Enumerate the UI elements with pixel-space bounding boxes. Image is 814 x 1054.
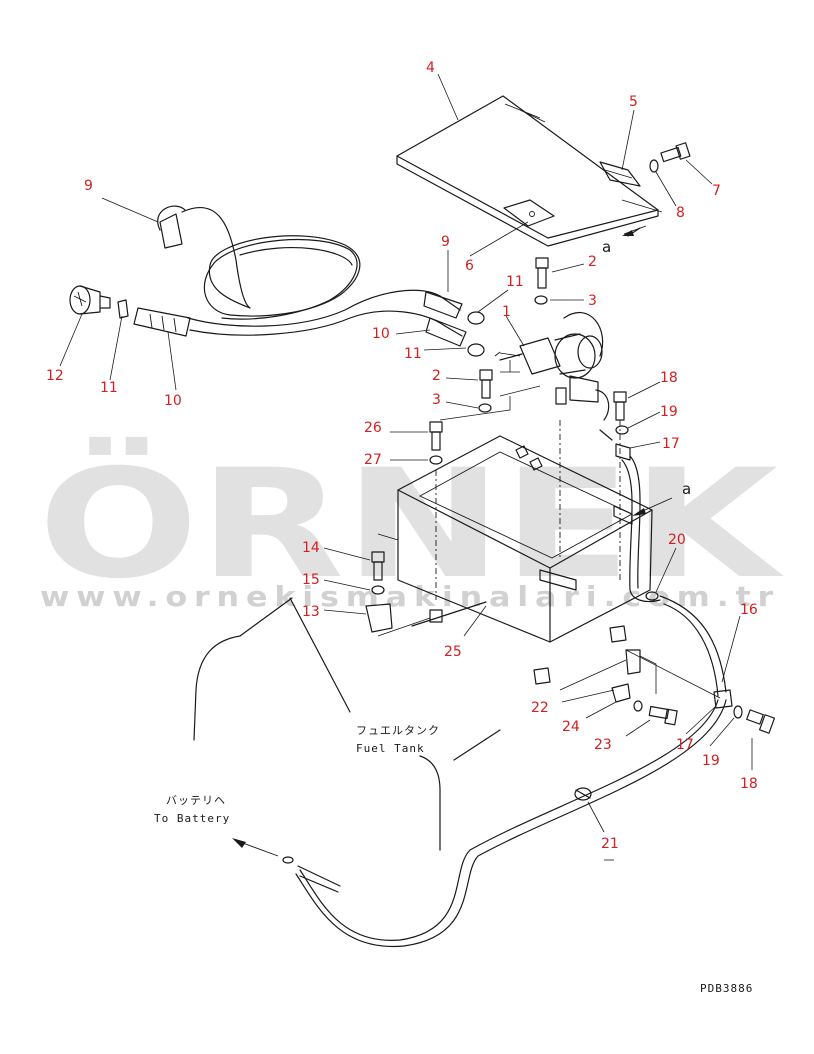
watermark: ÖRNEK www.ornekismakinalari.com.tr [38, 436, 784, 613]
bolt-14 [371, 551, 385, 581]
part-number: 4 [426, 60, 435, 76]
part-number: 23 [594, 737, 612, 753]
part-number: 22 [531, 700, 549, 716]
captions: フュエルタンク Fuel Tank バッテリヘ To Battery PDB38… [154, 724, 753, 995]
part-number: 19 [660, 404, 678, 420]
part-number: 2 [588, 254, 597, 270]
washer-19-lower [733, 705, 743, 719]
part-number: 19 [702, 753, 720, 769]
view-arrow-a-lower [632, 497, 673, 516]
part-number: 24 [562, 719, 580, 735]
watermark-url: www.ornekismakinalari.com.tr [40, 580, 780, 613]
clamp-11 [467, 311, 485, 325]
bolt-7 [660, 142, 691, 163]
part-number: 26 [364, 420, 382, 436]
part-number: 27 [364, 452, 382, 468]
clamp-11-left [117, 299, 129, 319]
part-number: 13 [302, 604, 320, 620]
part-number: 11 [100, 380, 118, 396]
bracket-24 [611, 683, 631, 703]
washer-3-lower [478, 403, 492, 413]
part-number-labels: 4 5 7 8 9 9 6 2 3 11 1 10 11 12 11 10 2 … [46, 60, 758, 852]
part-number: 25 [444, 644, 462, 660]
washer-15 [371, 585, 385, 595]
part-number: 1 [502, 304, 511, 320]
view-ref-a-upper: a [602, 238, 611, 256]
part-number: 10 [372, 326, 390, 342]
washer [633, 700, 643, 712]
part-number: 9 [441, 234, 450, 250]
bolt-18-lower [746, 709, 776, 734]
part-number: 9 [84, 178, 93, 194]
part-number: 21 [601, 836, 619, 852]
fuel-tank-label-jp: フュエルタンク [356, 724, 440, 737]
to-battery-arrow [232, 838, 341, 893]
washer-3-top [534, 295, 548, 305]
fuel-tank-label-en: Fuel Tank [356, 742, 425, 755]
view-ref-a-lower: a [682, 480, 691, 498]
grommet-21 [574, 787, 592, 801]
part-number: 11 [506, 274, 524, 290]
fuel-pump [494, 311, 610, 421]
hose-10-left [133, 307, 191, 337]
part-number: 6 [465, 258, 474, 274]
part-number: 3 [588, 293, 597, 309]
part-number: 3 [432, 392, 441, 408]
hose-10-section [425, 317, 467, 347]
clip-17-upper [615, 443, 631, 461]
part-number: 5 [629, 94, 638, 110]
clip-17-lower [713, 689, 733, 709]
part-number: 7 [712, 183, 721, 199]
view-arrow-a-upper [622, 225, 647, 236]
to-battery-label-jp: バッテリヘ [166, 794, 226, 807]
bolt-18-upper [613, 391, 627, 421]
bracket-22 [559, 649, 657, 694]
part-number: 11 [404, 346, 422, 362]
leader-lines [59, 73, 753, 861]
fuel-line-16 [295, 455, 727, 948]
hose-coil [157, 205, 463, 337]
watermark-brand: ÖRNEK [38, 436, 784, 612]
bolt-2-lower [479, 369, 493, 399]
part-number: 18 [740, 776, 758, 792]
part-number: 15 [302, 572, 320, 588]
bolt-23 [648, 705, 678, 726]
part-number: 2 [432, 368, 441, 384]
washer-27 [429, 455, 443, 465]
bolt-26 [429, 421, 443, 451]
part-number: 14 [302, 540, 320, 556]
to-battery-label-en: To Battery [154, 812, 230, 825]
part-number: 17 [662, 436, 680, 452]
part-number: 18 [660, 370, 678, 386]
washer-19-upper [615, 425, 629, 435]
washer-8 [649, 159, 659, 173]
part-number: 12 [46, 368, 64, 384]
drawing-code: PDB3886 [700, 982, 753, 995]
fuel-tank-outline [193, 597, 501, 851]
part-number: 17 [676, 737, 694, 753]
cover-plate [396, 95, 663, 247]
part-number: 8 [676, 205, 685, 221]
nuts-lower [533, 625, 627, 685]
hose-9-section [423, 291, 463, 319]
clamp-11 [467, 343, 485, 357]
part-number: 10 [164, 393, 182, 409]
part-number: 16 [740, 602, 758, 618]
part-number: 20 [668, 532, 686, 548]
strainer-12 [69, 285, 111, 315]
bracket-13 [365, 603, 393, 633]
bolt-2-top [535, 257, 549, 289]
